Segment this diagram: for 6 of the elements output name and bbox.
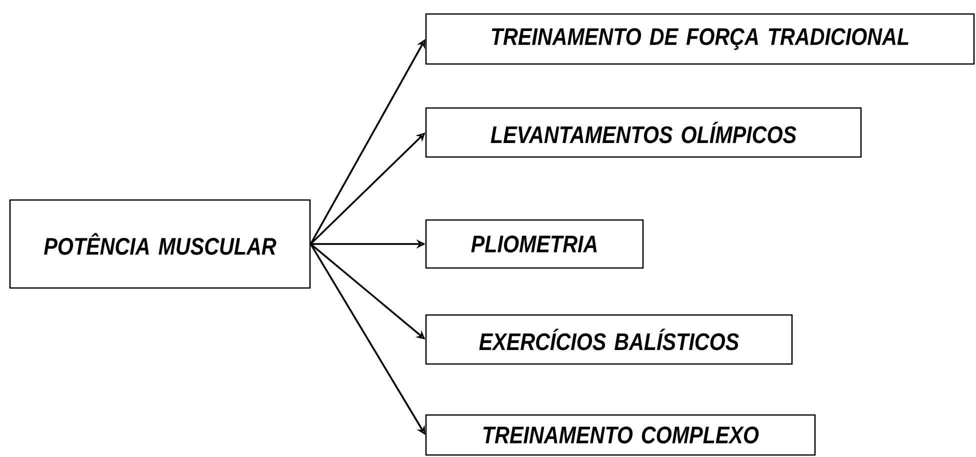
topic-box: POTÊNCIA MUSCULAR <box>9 199 311 289</box>
method-box: LEVANTAMENTOS OLÍMPICOS <box>425 107 862 158</box>
method-box: TREINAMENTO COMPLEXO <box>425 414 816 456</box>
method-box: PLIOMETRIA <box>425 219 644 269</box>
method-box: EXERCÍCIOS BALÍSTICOS <box>425 314 793 365</box>
method-box: TREINAMENTO DE FORÇA TRADICIONAL <box>425 13 975 65</box>
